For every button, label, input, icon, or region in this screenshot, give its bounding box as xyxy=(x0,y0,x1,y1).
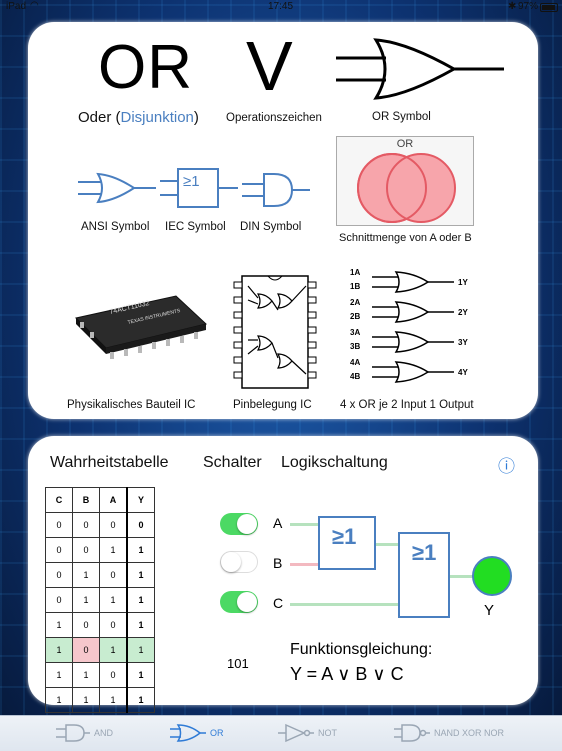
info-icon[interactable]: ⓘ xyxy=(498,457,515,476)
iec-label: ≥1 xyxy=(183,173,200,190)
battery-icon xyxy=(540,3,558,12)
venn-title: OR xyxy=(396,138,414,150)
switch-a-label: A xyxy=(273,515,283,531)
venn-circles-icon xyxy=(357,153,456,223)
venn-diagram: OR xyxy=(336,136,474,226)
din-caption: DIN Symbol xyxy=(240,221,302,233)
status-bar: iPad ◠ 17:45 ✱ 97% xyxy=(0,0,562,14)
wire-gate1-out xyxy=(376,543,400,546)
tab-logic-circuit[interactable]: Logikschaltung xyxy=(281,454,388,471)
tab-bar: AND OR NOT NAND XOR NOR xyxy=(0,715,562,751)
venn-caption: Schnittmenge von A oder B xyxy=(339,232,472,244)
header-b: B xyxy=(72,487,100,513)
wire-a xyxy=(290,523,320,526)
not-gate-icon xyxy=(278,723,314,743)
bluetooth-icon: ✱ xyxy=(508,1,517,12)
carrier-label: iPad xyxy=(6,1,27,12)
operator-caption: Operationszeichen xyxy=(226,112,322,124)
quad-caption: 4 x OR je 2 Input 1 Output xyxy=(340,399,474,411)
or-gate-icon xyxy=(170,724,206,742)
switch-a[interactable] xyxy=(220,513,258,535)
header-y: Y xyxy=(126,487,155,513)
nand-gate-icon xyxy=(394,724,430,742)
wifi-icon: ◠ xyxy=(30,0,39,11)
or-gate-1: ≥1 xyxy=(318,516,376,570)
binary-value: 101 xyxy=(227,656,249,671)
wire-b xyxy=(290,563,320,566)
tab-switch[interactable]: Schalter xyxy=(203,454,262,471)
disjunktion-link[interactable]: Disjunktion xyxy=(120,109,194,126)
header-a: A xyxy=(99,487,128,513)
chip-caption: Physikalisches Bauteil IC xyxy=(67,399,196,411)
tab-or[interactable]: OR xyxy=(170,716,240,751)
equation: Y = A ∨ B ∨ C xyxy=(290,664,404,684)
header-c: C xyxy=(45,487,73,513)
battery-percent: 97% xyxy=(518,1,539,12)
or-overview-card: OR V Oder (Disjunktion) Operationszeiche… xyxy=(28,22,538,419)
wire-c xyxy=(290,603,400,606)
or-title: OR xyxy=(98,33,193,102)
quad-or-diagram xyxy=(372,271,454,383)
oder-heading: Oder (Disjunktion) xyxy=(78,109,199,126)
iec-or-icon xyxy=(160,168,238,208)
tab-not[interactable]: NOT xyxy=(278,716,348,751)
pinout-diagram xyxy=(233,275,317,389)
or-symbol-caption: OR Symbol xyxy=(372,111,431,123)
wire-gate2-out xyxy=(448,575,474,578)
ic-chip-image: 74ACT11032 TEXAS INSTRUMENTS xyxy=(75,295,208,359)
iec-caption: IEC Symbol xyxy=(165,221,226,233)
switch-c[interactable] xyxy=(220,591,258,613)
switch-b-label: B xyxy=(273,555,283,571)
tab-and[interactable]: AND xyxy=(56,716,126,751)
clock: 17:45 xyxy=(268,1,294,12)
simulation-card: Wahrheitstabelle Schalter Logikschaltung… xyxy=(28,436,538,713)
tab-nand-xor-nor[interactable]: NAND XOR NOR xyxy=(394,716,524,751)
operator-symbol: V xyxy=(246,27,293,105)
or-symbol-icon xyxy=(336,38,504,100)
ansi-or-icon xyxy=(78,172,156,204)
output-lamp xyxy=(472,556,512,596)
and-gate-icon xyxy=(56,724,90,742)
din-or-icon xyxy=(242,173,310,207)
switch-c-label: C xyxy=(273,595,284,611)
or-gate-2: ≥1 xyxy=(398,532,450,618)
equation-title: Funktionsgleichung: xyxy=(290,641,433,658)
pinout-caption: Pinbelegung IC xyxy=(233,399,312,411)
switch-b[interactable] xyxy=(220,551,258,573)
output-label: Y xyxy=(484,602,495,619)
tab-truth-table[interactable]: Wahrheitstabelle xyxy=(50,454,169,471)
ansi-caption: ANSI Symbol xyxy=(81,221,150,233)
